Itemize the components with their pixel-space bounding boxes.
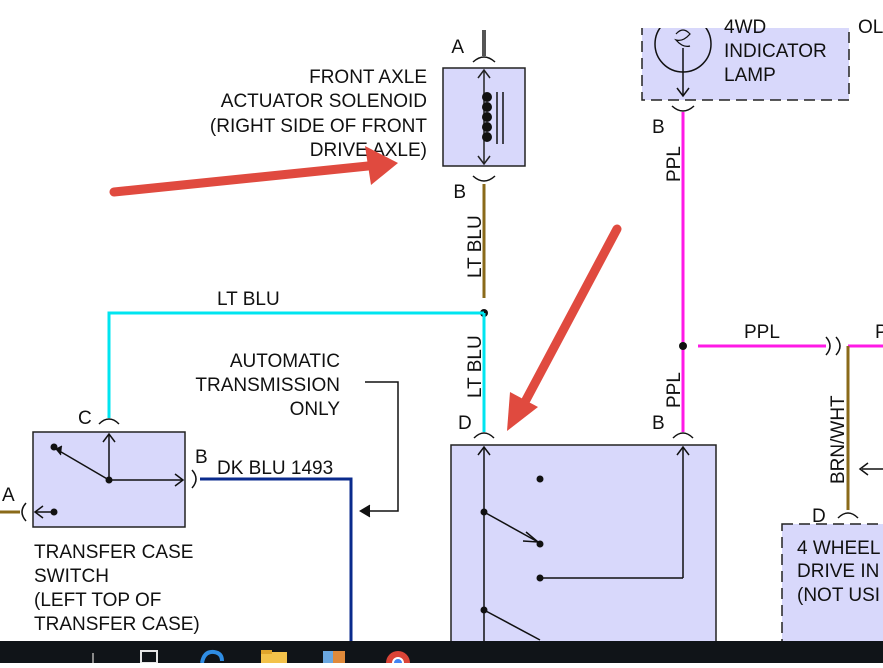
4wd-indicator-lamp[interactable] <box>641 15 850 112</box>
transfer-case-switch[interactable] <box>21 418 197 528</box>
connector-right <box>825 336 831 356</box>
taskbar-divider <box>92 653 94 663</box>
wire-lt-blu-left <box>107 311 484 418</box>
auto-trans-line-3: ONLY <box>290 399 341 420</box>
lamp-pin-b: B <box>652 117 665 138</box>
wire-dk-blu <box>200 477 353 641</box>
right-box-line-2: DRIVE IN <box>797 561 879 582</box>
right-box-line-3: (NOT USI <box>797 585 880 606</box>
center-switch-module[interactable] <box>450 432 717 656</box>
solenoid-pin-b: B <box>453 182 466 203</box>
solenoid-title-line-3: (RIGHT SIDE OF FRONT <box>210 116 427 137</box>
switch-label-line-3: (LEFT TOP OF <box>34 590 161 611</box>
page-crop-mask <box>0 0 883 28</box>
windows-taskbar <box>0 641 883 668</box>
lamp-label-line-3: LAMP <box>724 65 776 86</box>
chrome-browser-icon[interactable] <box>384 649 412 668</box>
paint-app-icon[interactable] <box>321 649 347 663</box>
4wd-indicator-switch-box[interactable] <box>781 523 883 655</box>
brn-wht-label: BRN/WHT <box>828 395 849 484</box>
switch-label-line-1: TRANSFER CASE <box>34 542 193 563</box>
module-pin-d: D <box>458 413 472 434</box>
auto-trans-line-2: TRANSMISSION <box>195 375 340 396</box>
red-arrow-to-solenoid <box>109 161 373 197</box>
switch-pin-b: B <box>195 447 208 468</box>
switch-pin-c: C <box>78 408 92 429</box>
right-pin-d: D <box>812 506 826 527</box>
file-explorer-icon[interactable] <box>260 649 288 663</box>
dk-blu-wire-label: DK BLU 1493 <box>217 458 333 479</box>
lamp-edge-text: OL <box>858 17 883 38</box>
solenoid-pin-a: A <box>451 37 464 58</box>
red-arrow-to-module <box>521 224 622 405</box>
ppl-splice-point <box>679 342 687 350</box>
module-pin-b: B <box>652 413 665 434</box>
auto-trans-line-1: AUTOMATIC <box>230 351 340 372</box>
lamp-label-line-2: INDICATOR <box>724 41 827 62</box>
switch-label-line-2: SWITCH <box>34 566 109 587</box>
right-edge-letter: P <box>875 322 883 343</box>
solenoid-wire-label: LT BLU <box>465 215 486 278</box>
switch-label-line-4: TRANSFER CASE) <box>34 614 200 635</box>
edge-browser-icon[interactable] <box>200 649 224 664</box>
splice-down-wire-label: LT BLU <box>465 335 486 398</box>
lamp-wire-label: PPL <box>664 146 685 182</box>
solenoid-title-line-2: ACTUATOR SOLENOID <box>221 91 427 112</box>
right-box-line-1: 4 WHEEL <box>797 538 880 559</box>
auto-trans-leader <box>362 381 399 512</box>
switch-pin-a: A <box>2 485 15 506</box>
right-wire-label: PPL <box>744 322 780 343</box>
task-view-icon[interactable] <box>138 649 160 664</box>
front-axle-solenoid[interactable] <box>442 30 526 182</box>
splice-left-wire-label: LT BLU <box>217 289 280 310</box>
solenoid-title-line-1: FRONT AXLE <box>309 67 427 88</box>
lamp-label-line-1: 4WD <box>724 17 766 38</box>
module-ppl-label: PPL <box>664 372 685 408</box>
